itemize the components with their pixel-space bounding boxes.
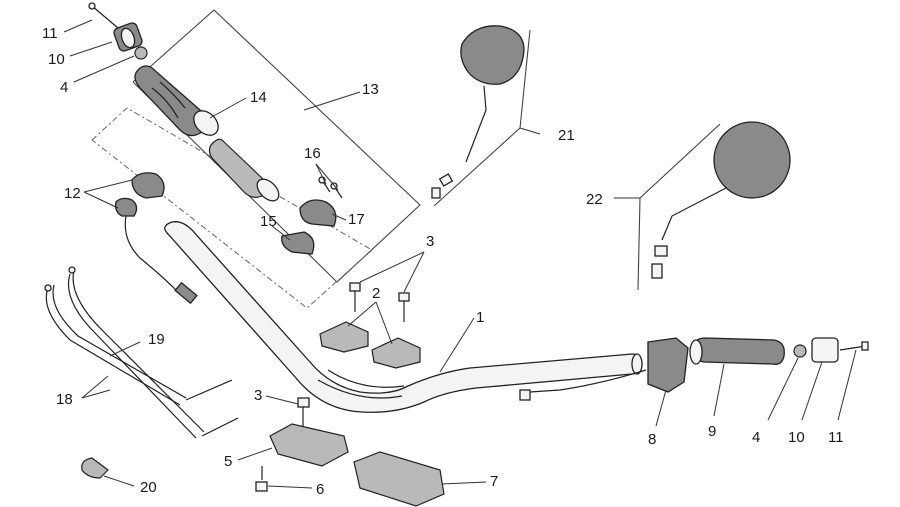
grip-assembly-frame [132,9,421,283]
callout-3-lower: 3 [254,387,262,404]
lower-riser-upper [269,423,349,467]
callout-17: 17 [348,211,365,228]
left-mirror [431,25,531,207]
switch-wiring-frame [91,107,373,309]
callout-10-right: 10 [788,429,805,446]
handlebar-tube [164,221,643,413]
right-bar-end-bolt [839,341,869,351]
callout-15: 15 [260,213,277,230]
throttle-cables [44,266,239,439]
upper-clamps [319,321,421,369]
left-bar-end-spacer [134,46,148,60]
left-bar-end-weight [113,22,143,52]
callout-16: 16 [304,145,321,162]
left-bar-end-bolt [88,2,119,29]
right-switch-assembly [519,337,689,401]
housing-screws [318,176,343,199]
throttle-tube [208,138,280,202]
callout-14: 14 [250,89,267,106]
callout-19: 19 [148,331,165,348]
right-bar-end-weight [811,337,839,363]
cable-clip [81,457,109,479]
callout-10-left: 10 [48,51,65,68]
throttle-housing-upper [299,199,337,227]
throttle-housing-lower [281,231,315,255]
riser-bottom-bolt [255,466,268,492]
callout-22: 22 [586,191,603,208]
callout-7: 7 [490,473,498,490]
callout-4-left: 4 [60,79,68,96]
right-mirror [637,121,791,291]
callout-8: 8 [648,431,656,448]
leader-lines [63,19,857,489]
callout-12: 12 [64,185,81,202]
handlebar-riser [353,451,445,507]
callout-20: 20 [140,479,157,496]
callout-13: 13 [362,81,379,98]
left-switch-assembly [114,172,198,305]
callout-18: 18 [56,391,73,408]
callout-1: 1 [476,309,484,326]
callout-9: 9 [708,423,716,440]
upper-clamp-bolts [349,282,410,322]
callout-labels: 11 10 4 14 13 16 17 15 12 21 22 3 2 1 19… [42,25,844,498]
right-grip [689,337,785,365]
callout-21: 21 [558,127,575,144]
left-grip [134,65,219,137]
callout-3-upper: 3 [426,233,434,250]
callout-11-left: 11 [42,25,58,42]
callout-11-right: 11 [828,429,844,446]
callout-4-right: 4 [752,429,760,446]
right-bar-end-spacer [793,344,807,358]
callout-2: 2 [372,285,380,302]
callout-5: 5 [224,453,232,470]
callout-6: 6 [316,481,324,498]
